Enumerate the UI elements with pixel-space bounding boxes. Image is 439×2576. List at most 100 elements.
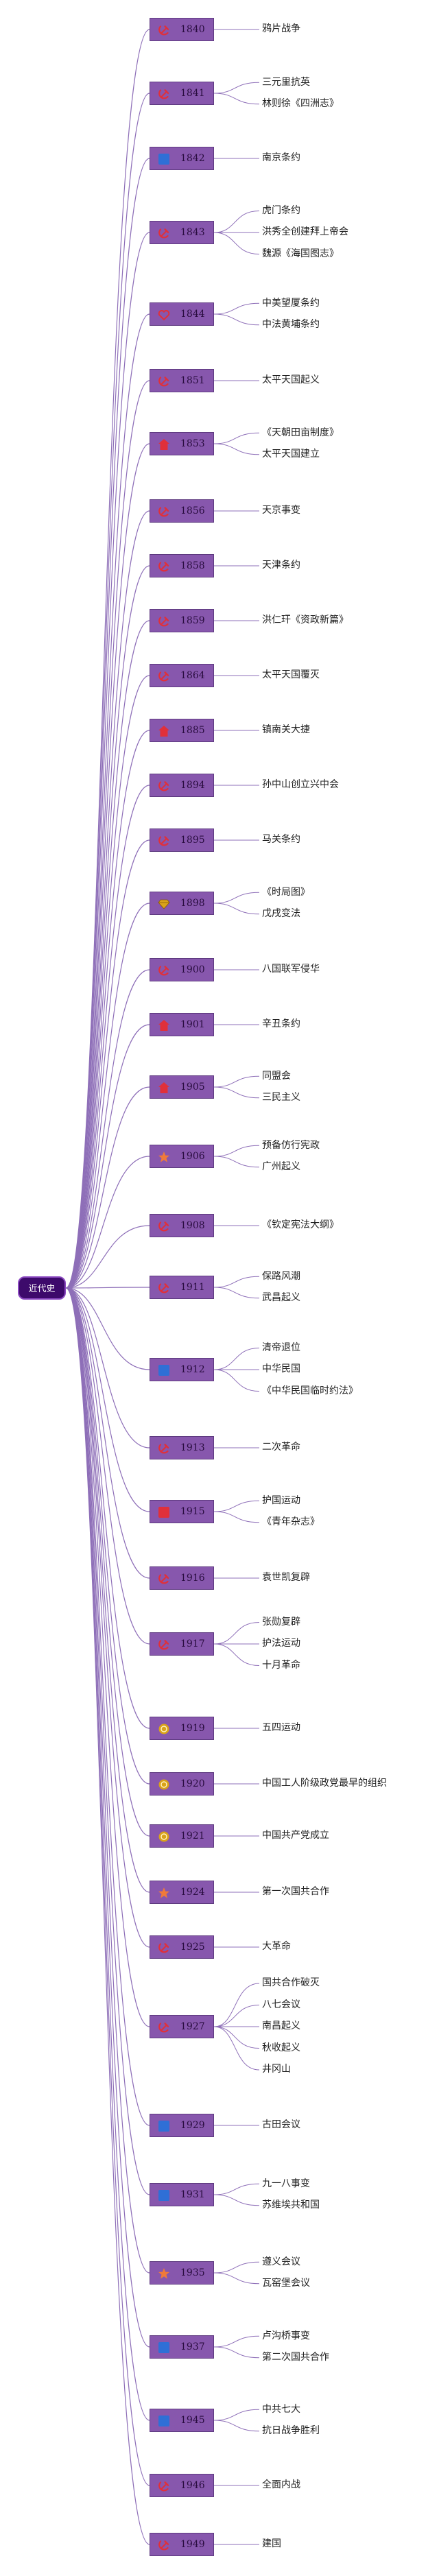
- year-node-1900[interactable]: 1900: [150, 958, 214, 981]
- year-node-1859[interactable]: 1859: [150, 609, 214, 632]
- year-node-1901[interactable]: 1901: [150, 1013, 214, 1036]
- event-item[interactable]: 中国共产党成立: [262, 1830, 329, 1841]
- event-item[interactable]: 国共合作破灭: [262, 1977, 320, 1989]
- year-node-1917[interactable]: 1917: [150, 1632, 214, 1656]
- year-node-1895[interactable]: 1895: [150, 828, 214, 852]
- event-item[interactable]: 遵义会议: [262, 2256, 300, 2267]
- event-item[interactable]: 三民主义: [262, 1092, 300, 1103]
- event-item[interactable]: 南昌起义: [262, 2020, 300, 2032]
- year-node-1851[interactable]: 1851: [150, 369, 214, 392]
- event-item[interactable]: 八国联军侵华: [262, 964, 320, 975]
- event-item[interactable]: 二次革命: [262, 1442, 300, 1453]
- year-node-1931[interactable]: 1931: [150, 2183, 214, 2206]
- year-node-1927[interactable]: 1927: [150, 2015, 214, 2038]
- year-node-1912[interactable]: 1912: [150, 1358, 214, 1381]
- event-item[interactable]: 五四运动: [262, 1722, 300, 1734]
- event-item[interactable]: 辛丑条约: [262, 1018, 300, 1030]
- event-item[interactable]: 镇南关大捷: [262, 724, 310, 736]
- event-item[interactable]: 保路风潮: [262, 1270, 300, 1282]
- year-node-1858[interactable]: 1858: [150, 554, 214, 577]
- event-item[interactable]: 清帝退位: [262, 1341, 300, 1353]
- event-item[interactable]: 太平天国建立: [262, 449, 320, 460]
- event-item[interactable]: 天京事变: [262, 505, 300, 516]
- event-item[interactable]: 天津条约: [262, 560, 300, 571]
- event-item[interactable]: 林则徐《四洲志》: [262, 98, 339, 109]
- event-item[interactable]: 洪秀全创建拜上帝会: [262, 226, 348, 238]
- event-item[interactable]: 古田会议: [262, 2119, 300, 2131]
- event-item[interactable]: 八七会议: [262, 1999, 300, 2010]
- year-node-1853[interactable]: 1853: [150, 432, 214, 455]
- event-item[interactable]: 《中华民国临时约法》: [262, 1385, 358, 1396]
- event-item[interactable]: 大革命: [262, 1941, 291, 1953]
- event-item[interactable]: 护法运动: [262, 1638, 300, 1649]
- event-item[interactable]: 《时局图》: [262, 886, 310, 898]
- year-node-1841[interactable]: 1841: [150, 82, 214, 105]
- event-item[interactable]: 广州起义: [262, 1161, 300, 1172]
- event-item[interactable]: 中美望厦条约: [262, 297, 320, 309]
- year-node-1913[interactable]: 1913: [150, 1436, 214, 1459]
- event-item[interactable]: 中国工人阶级政党最早的组织: [262, 1778, 387, 1789]
- year-node-1864[interactable]: 1864: [150, 664, 214, 687]
- root-node[interactable]: 近代史: [18, 1276, 66, 1300]
- event-item[interactable]: 十月革命: [262, 1659, 300, 1671]
- year-node-1949[interactable]: 1949: [150, 2533, 214, 2556]
- year-node-1920[interactable]: 1920: [150, 1772, 214, 1796]
- year-node-1908[interactable]: 1908: [150, 1214, 214, 1237]
- event-item[interactable]: 全面内战: [262, 2479, 300, 2491]
- event-item[interactable]: 武昌起义: [262, 1292, 300, 1303]
- event-item[interactable]: 洪仁玕《资政新篇》: [262, 615, 348, 626]
- event-item[interactable]: 秋收起义: [262, 2042, 300, 2053]
- year-node-1935[interactable]: 1935: [150, 2261, 214, 2285]
- event-item[interactable]: 卢沟桥事变: [262, 2330, 310, 2341]
- event-item[interactable]: 井冈山: [262, 2064, 291, 2075]
- year-node-1916[interactable]: 1916: [150, 1566, 214, 1590]
- event-item[interactable]: 第二次国共合作: [262, 2352, 329, 2363]
- year-node-1905[interactable]: 1905: [150, 1075, 214, 1099]
- event-item[interactable]: 鸦片战争: [262, 23, 300, 35]
- event-item[interactable]: 护国运动: [262, 1494, 300, 1506]
- year-node-1906[interactable]: 1906: [150, 1145, 214, 1168]
- event-item[interactable]: 戊戌变法: [262, 908, 300, 919]
- event-item[interactable]: 《钦定宪法大纲》: [262, 1219, 339, 1231]
- year-node-1946[interactable]: 1946: [150, 2474, 214, 2497]
- year-node-1911[interactable]: 1911: [150, 1276, 214, 1299]
- event-item[interactable]: 瓦窑堡会议: [262, 2278, 310, 2289]
- event-item[interactable]: 九一八事变: [262, 2178, 310, 2189]
- year-node-1840[interactable]: 1840: [150, 18, 214, 41]
- year-node-1885[interactable]: 1885: [150, 719, 214, 742]
- event-item[interactable]: 第一次国共合作: [262, 1886, 329, 1898]
- event-item[interactable]: 虎门条约: [262, 204, 300, 216]
- event-item[interactable]: 同盟会: [262, 1070, 291, 1082]
- year-node-1915[interactable]: 1915: [150, 1500, 214, 1523]
- event-item[interactable]: 南京条约: [262, 152, 300, 164]
- event-item[interactable]: 张勋复辟: [262, 1616, 300, 1627]
- event-item[interactable]: 预备仿行宪政: [262, 1139, 320, 1151]
- year-node-1856[interactable]: 1856: [150, 499, 214, 523]
- year-node-1898[interactable]: 1898: [150, 892, 214, 915]
- event-item[interactable]: 《青年杂志》: [262, 1516, 320, 1527]
- year-node-1924[interactable]: 1924: [150, 1881, 214, 1904]
- event-item[interactable]: 魏源《海国图志》: [262, 248, 339, 259]
- event-item[interactable]: 三元里抗英: [262, 76, 310, 88]
- event-item[interactable]: 马关条约: [262, 834, 300, 846]
- year-node-1929[interactable]: 1929: [150, 2114, 214, 2137]
- year-node-1919[interactable]: 1919: [150, 1717, 214, 1740]
- event-item[interactable]: 中共七大: [262, 2403, 300, 2415]
- year-node-1842[interactable]: 1842: [150, 147, 214, 170]
- event-item[interactable]: 太平天国起义: [262, 374, 320, 386]
- year-node-1945[interactable]: 1945: [150, 2409, 214, 2432]
- event-item[interactable]: 袁世凯复辟: [262, 1572, 310, 1584]
- event-item[interactable]: 孙中山创立兴中会: [262, 779, 339, 791]
- year-node-1937[interactable]: 1937: [150, 2335, 214, 2359]
- year-node-1894[interactable]: 1894: [150, 774, 214, 797]
- event-item[interactable]: 中华民国: [262, 1363, 300, 1375]
- event-item[interactable]: 太平天国覆灭: [262, 669, 320, 681]
- event-item[interactable]: 建国: [262, 2538, 281, 2550]
- event-item[interactable]: 苏维埃共和国: [262, 2199, 320, 2210]
- year-node-1844[interactable]: 1844: [150, 302, 214, 326]
- event-item[interactable]: 中法黄埔条约: [262, 319, 320, 330]
- year-node-1843[interactable]: 1843: [150, 221, 214, 244]
- year-node-1925[interactable]: 1925: [150, 1935, 214, 1959]
- year-node-1921[interactable]: 1921: [150, 1824, 214, 1848]
- event-item[interactable]: 《天朝田亩制度》: [262, 427, 339, 438]
